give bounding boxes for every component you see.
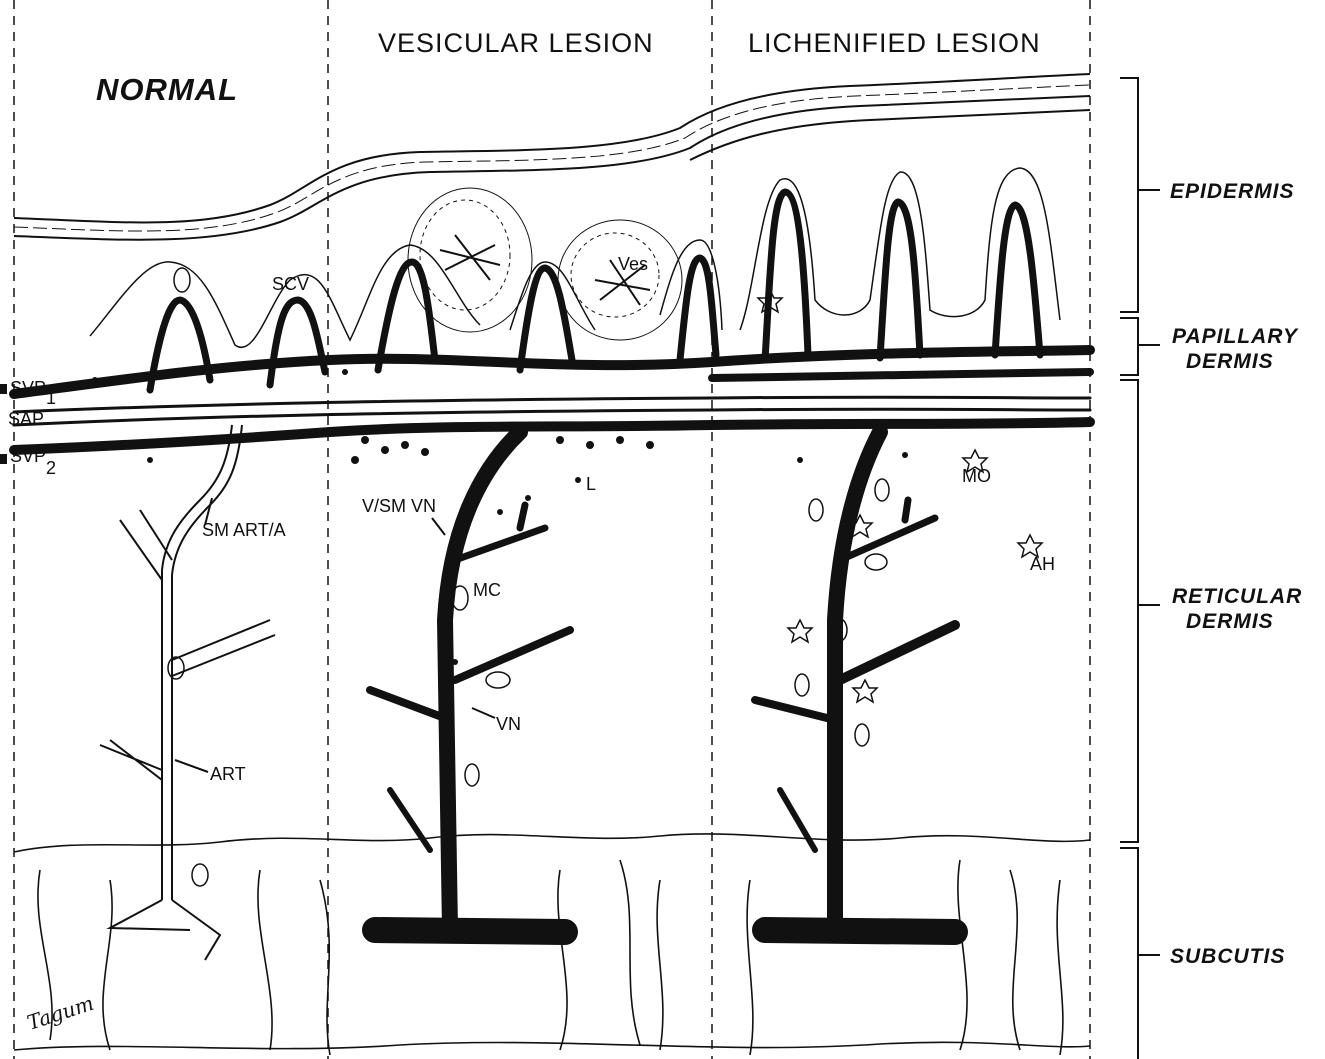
label-sap: SAP — [8, 409, 44, 429]
section-title-lichenified: LICHENIFIED LESION — [748, 28, 1041, 58]
venule-tree-lichenified — [755, 432, 955, 932]
label-vn: VN — [496, 714, 521, 734]
artist-signature: Tagum — [24, 991, 96, 1035]
label-svp2: SVP — [10, 446, 46, 466]
label-mc: MC — [473, 580, 501, 600]
label-vsm-vn: V/SM VN — [362, 496, 436, 516]
label-svp2-subscript: 2 — [46, 458, 56, 478]
layer-brackets — [1120, 78, 1160, 1059]
label-svp1: SVP — [10, 378, 46, 398]
layer-papillary-2: DERMIS — [1186, 350, 1274, 373]
svp2-marker — [0, 454, 7, 464]
section-title-vesicular: VESICULAR LESION — [378, 28, 654, 58]
section-title-normal: NORMAL — [96, 72, 238, 107]
layer-subcutis: SUBCUTIS — [1170, 945, 1285, 968]
label-scv: SCV — [272, 274, 309, 294]
svp1-marker — [0, 384, 7, 394]
label-art: ART — [210, 764, 246, 784]
arteriole-white — [100, 425, 275, 960]
horizontal-plexus — [14, 350, 1090, 450]
layer-epidermis: EPIDERMIS — [1170, 180, 1295, 203]
label-ah: AH — [1030, 554, 1055, 574]
layer-papillary-1: PAPILLARY — [1172, 325, 1299, 348]
label-l: L — [586, 474, 596, 494]
label-sm-art: SM ART/A — [202, 520, 286, 540]
label-mo: MO — [962, 466, 991, 486]
label-svp1-subscript: 1 — [46, 388, 56, 408]
label-ves: Ves — [618, 254, 648, 274]
layer-reticular-1: RETICULAR — [1172, 585, 1302, 608]
layer-reticular-2: DERMIS — [1186, 610, 1274, 633]
